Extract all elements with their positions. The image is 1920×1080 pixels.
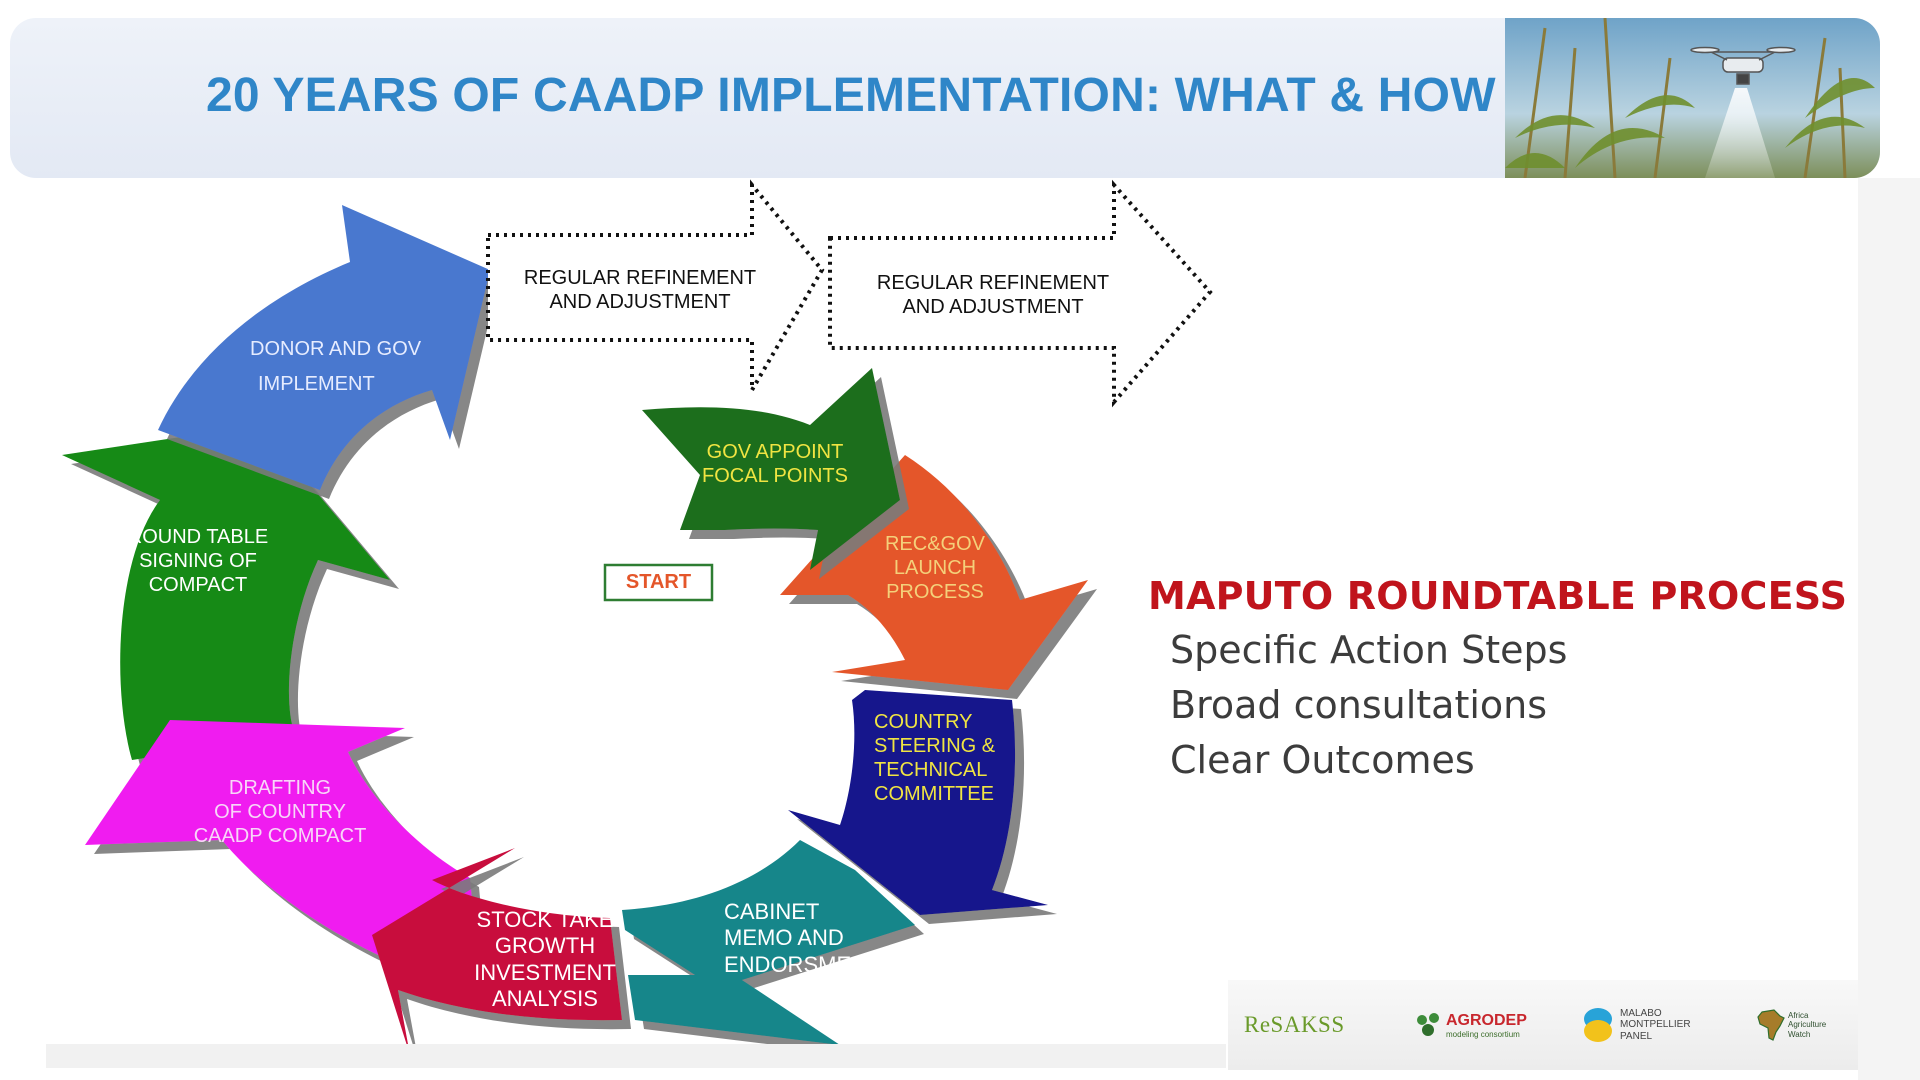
donor-gov-label: DONOR AND GOV IMPLEMENT bbox=[250, 332, 450, 402]
refinement-arrow-1 bbox=[486, 179, 825, 398]
stock-take-line2: GROWTH bbox=[494, 933, 596, 959]
africa-agriculture-watch-logo: Africa Agriculture Watch bbox=[1756, 980, 1846, 1070]
country-steering-label: COUNTRY STEERING & TECHNICAL COMMITTEE bbox=[874, 710, 1024, 806]
drafting-line3: CAADP COMPACT bbox=[193, 825, 367, 847]
malabo-logo-line2: MONTPELLIER bbox=[1620, 1019, 1691, 1031]
stock-take-label: STOCK TAKE GROWTH INVESTMENT ANALYSIS bbox=[450, 907, 640, 1013]
donor-gov-line2: IMPLEMENT bbox=[258, 373, 375, 395]
malabo-montpellier-logo: MALABO MONTPELLIER PANEL bbox=[1582, 980, 1712, 1070]
stock-take-arrow bbox=[372, 848, 622, 1055]
start-box bbox=[603, 563, 714, 602]
slide-title: 20 YEARS OF CAADP IMPLEMENTATION: WHAT &… bbox=[206, 69, 1496, 122]
bottom-rule bbox=[46, 1044, 1226, 1068]
refinement-label-1: REGULAR REFINEMENT AND ADJUSTMENT bbox=[500, 266, 780, 314]
country-steering-line4: COMMITTEE bbox=[874, 783, 994, 805]
cabinet-line1: CABINET bbox=[724, 899, 820, 924]
round-table-line1: ROUND TABLE bbox=[127, 526, 269, 548]
header-banner: 20 YEARS OF CAADP IMPLEMENTATION: WHAT &… bbox=[10, 18, 1880, 178]
right-edge-panel bbox=[1858, 178, 1920, 1080]
rec-gov-line3: PROCESS bbox=[886, 581, 984, 603]
refinement-arrow-2 bbox=[828, 179, 1213, 408]
round-table-label: ROUND TABLE SIGNING OF COMPACT bbox=[108, 525, 288, 597]
africa-map-icon bbox=[1757, 1009, 1785, 1041]
refinement-label-1-line2: AND ADJUSTMENT bbox=[549, 291, 731, 313]
refinement-label-2-line1: REGULAR REFINEMENT bbox=[876, 272, 1110, 294]
malabo-logo-mark bbox=[1584, 1008, 1612, 1042]
partner-logo-strip: ReSAKSS AGRODEP modeling consortium MALA… bbox=[1228, 980, 1858, 1070]
rec-gov-line2: LAUNCH bbox=[893, 557, 977, 579]
process-title: MAPUTO ROUNDTABLE PROCESS bbox=[1148, 574, 1848, 618]
stock-take-line1: STOCK TAKE bbox=[476, 907, 614, 932]
process-bullet-1: Specific Action Steps bbox=[1170, 628, 1568, 672]
process-bullet-2: Broad consultations bbox=[1170, 683, 1548, 727]
donor-gov-arrow bbox=[158, 205, 490, 490]
rec-gov-line1: REC&GOV bbox=[884, 533, 986, 555]
start-label: START bbox=[625, 571, 692, 593]
stock-take-line4: ANALYSIS bbox=[492, 986, 598, 1012]
refinement-label-1-line1: REGULAR REFINEMENT bbox=[523, 267, 757, 289]
malabo-logo-line1: MALABO bbox=[1620, 1007, 1662, 1019]
drone-crop-photo bbox=[1505, 18, 1880, 178]
agrodep-logo-subtext: modeling consortium bbox=[1446, 1029, 1520, 1039]
cabinet-label: CABINET MEMO AND ENDORSMENT bbox=[724, 899, 904, 978]
stock-take-line3: INVESTMENT bbox=[474, 959, 616, 985]
agrodep-logo: AGRODEP modeling consortium bbox=[1414, 980, 1532, 1070]
aaw-logo-line1: Africa bbox=[1788, 1011, 1809, 1021]
country-steering-line1: COUNTRY bbox=[874, 711, 973, 733]
country-steering-line2: STEERING & bbox=[874, 735, 996, 757]
gov-appoint-arrow bbox=[642, 368, 900, 570]
resakss-logo-text: ReSAKSS bbox=[1244, 1012, 1345, 1037]
rec-gov-label: REC&GOV LAUNCH PROCESS bbox=[860, 532, 1010, 604]
gov-appoint-line1: GOV APPOINT bbox=[706, 441, 844, 463]
round-table-arrow bbox=[62, 425, 390, 760]
drafting-arrow bbox=[85, 720, 480, 990]
refinement-label-2-line2: AND ADJUSTMENT bbox=[902, 296, 1084, 318]
malabo-logo-line3: PANEL bbox=[1620, 1030, 1653, 1042]
country-steering-line3: TECHNICAL bbox=[874, 759, 988, 781]
refinement-label-2: REGULAR REFINEMENT AND ADJUSTMENT bbox=[853, 271, 1133, 319]
caadp-cycle-diagram bbox=[62, 179, 1213, 1055]
drafting-line1: DRAFTING bbox=[228, 777, 332, 799]
aaw-logo-line2: Agriculture bbox=[1788, 1020, 1827, 1030]
round-table-line2: SIGNING OF bbox=[139, 550, 257, 572]
donor-gov-line1: DONOR AND GOV bbox=[250, 338, 422, 360]
gov-appoint-label: GOV APPOINT FOCAL POINTS bbox=[680, 440, 870, 488]
gov-appoint-line2: FOCAL POINTS bbox=[702, 465, 848, 487]
round-table-line3: COMPACT bbox=[148, 574, 248, 596]
aaw-logo-line3: Watch bbox=[1788, 1029, 1811, 1039]
drafting-line2: OF COUNTRY bbox=[214, 801, 346, 823]
cabinet-line3: ENDORSMENT bbox=[724, 951, 881, 977]
agrodep-logo-text: AGRODEP bbox=[1446, 1011, 1527, 1029]
process-bullet-3: Clear Outcomes bbox=[1170, 738, 1475, 782]
country-steering-arrow bbox=[788, 690, 1048, 915]
cabinet-arrow bbox=[622, 840, 915, 1045]
agrodep-logo-mark bbox=[1417, 1013, 1439, 1036]
resakss-logo: ReSAKSS bbox=[1244, 980, 1359, 1070]
drafting-label: DRAFTING OF COUNTRY CAADP COMPACT bbox=[170, 776, 390, 848]
cabinet-line2: MEMO AND bbox=[724, 925, 844, 951]
